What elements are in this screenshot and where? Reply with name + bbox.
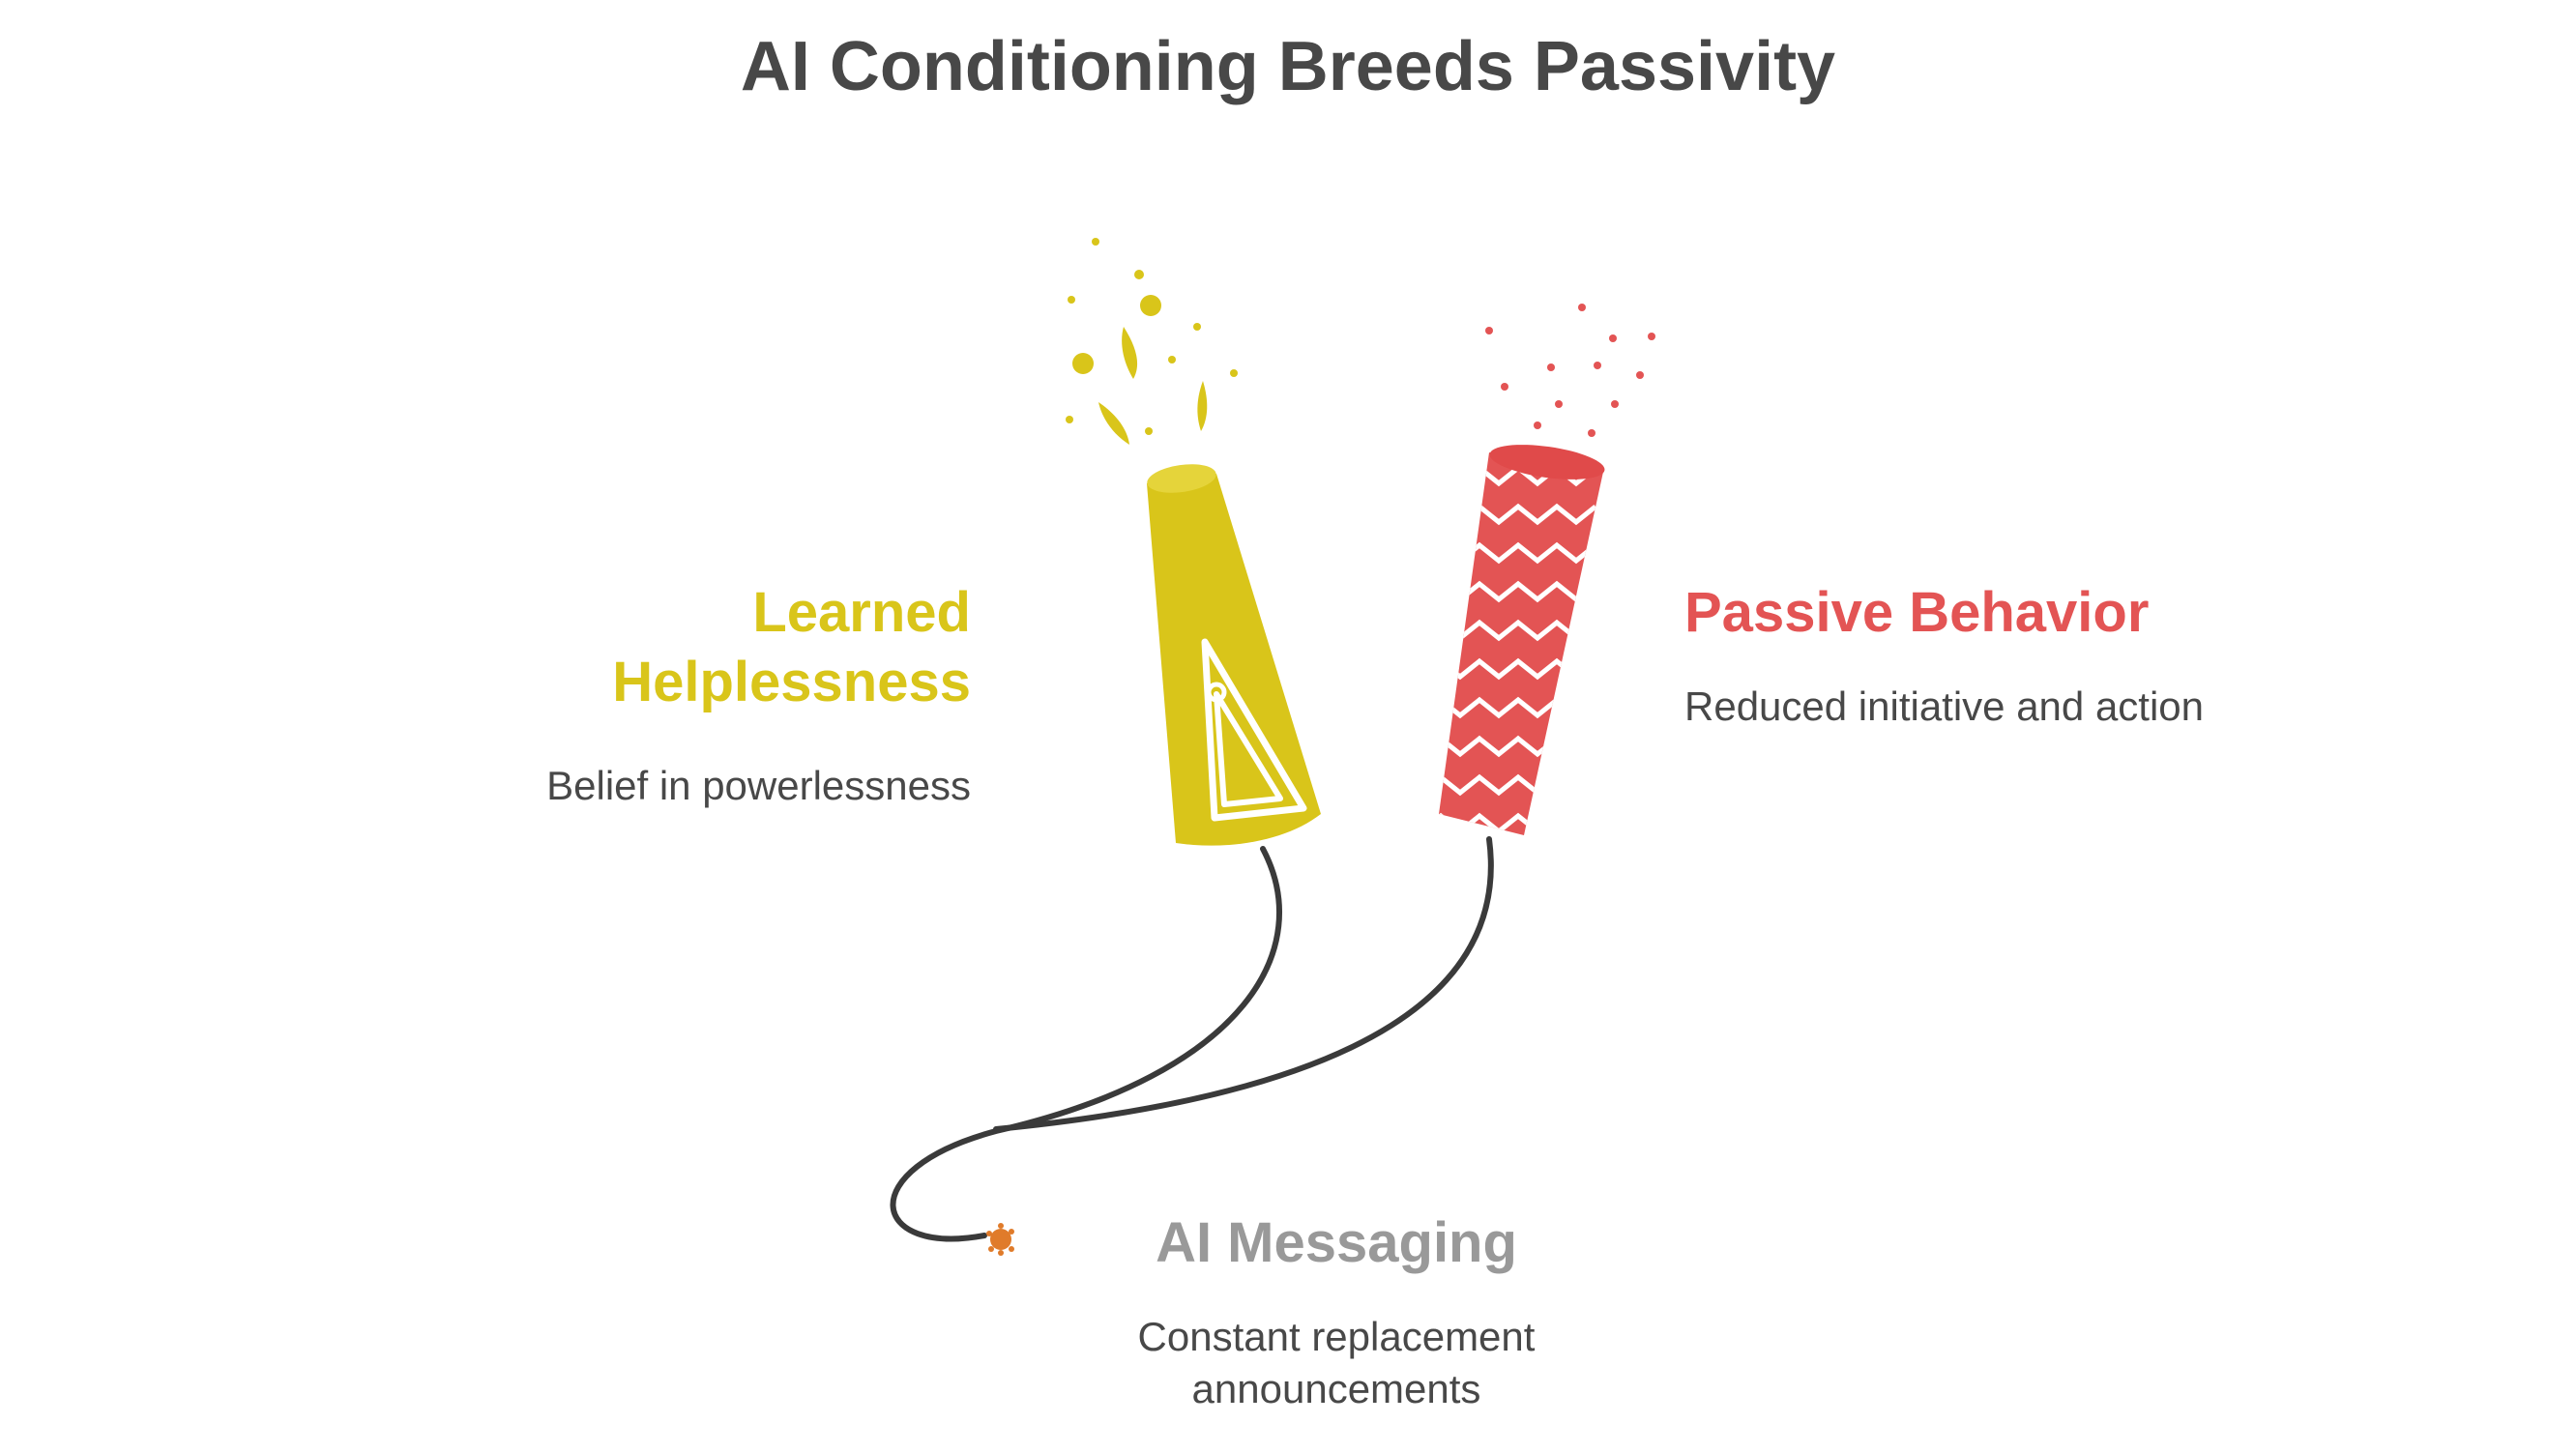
spark-icon [986, 1223, 1014, 1256]
ai-messaging-description: Constant replacement announcements [1137, 1314, 1536, 1411]
fuse-to-passive-behavior [993, 836, 1494, 1132]
passive-behavior-title: Passive Behavior [1684, 581, 2150, 644]
passive-behavior-description: Reduced initiative and action [1684, 683, 2205, 729]
learned-helplessness-title: Learned Helplessness [612, 581, 971, 713]
ai-messaging-title: AI Messaging [1156, 1211, 1517, 1274]
fuse-lines [890, 836, 1494, 1242]
page-title: AI Conditioning Breeds Passivity [740, 28, 1836, 105]
red-firework-icon [1439, 304, 1655, 835]
fuse-to-learned-helplessness [890, 846, 1283, 1242]
yellow-firework-icon [1066, 238, 1321, 846]
learned-helplessness-description: Belief in powerlessness [546, 763, 971, 808]
